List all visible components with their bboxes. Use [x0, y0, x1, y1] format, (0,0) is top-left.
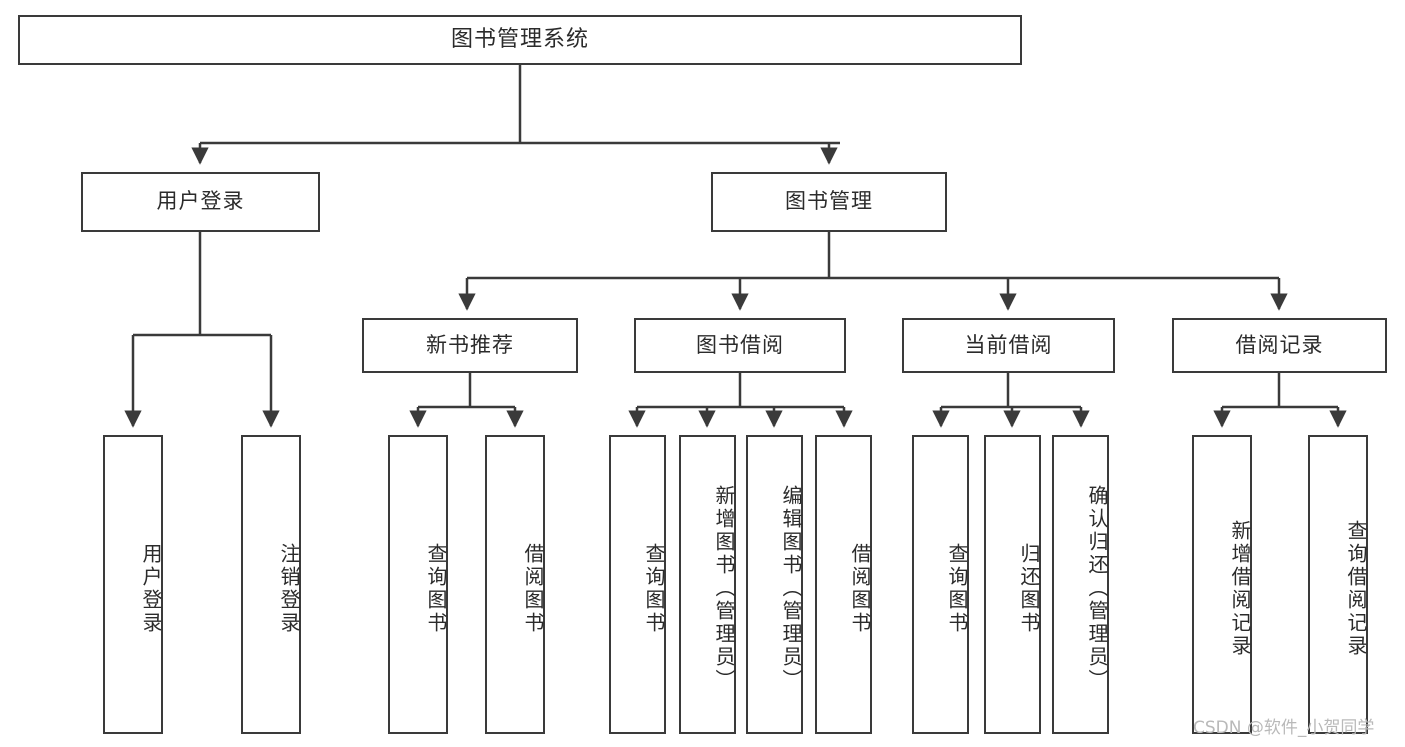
node-label: 新增借阅记录 [1228, 519, 1252, 658]
node-leaf-borrow-book-recommend[interactable]: 借阅图书 [485, 435, 545, 734]
node-leaf-borrow-book[interactable]: 借阅图书 [815, 435, 872, 734]
node-label: 编辑图书（管理员） [779, 485, 803, 692]
node-leaf-add-book-admin[interactable]: 新增图书（管理员） [679, 435, 736, 734]
node-label: 新增图书（管理员） [712, 485, 736, 692]
node-label: 新书推荐 [426, 332, 514, 357]
node-label: 用户登录 [156, 189, 245, 214]
node-leaf-user-login[interactable]: 用户登录 [103, 435, 163, 734]
node-label: 查询图书 [945, 542, 969, 635]
node-label: 借阅图书 [848, 542, 872, 635]
node-leaf-add-borrow-record[interactable]: 新增借阅记录 [1192, 435, 1252, 734]
node-label: 查询图书 [424, 542, 448, 635]
node-user-login[interactable]: 用户登录 [81, 172, 320, 232]
node-leaf-return-book[interactable]: 归还图书 [984, 435, 1041, 734]
node-label: 用户登录 [139, 542, 163, 635]
node-book-borrow[interactable]: 图书借阅 [634, 318, 846, 373]
node-root-book-management-system[interactable]: 图书管理系统 [18, 15, 1022, 65]
node-book-management[interactable]: 图书管理 [711, 172, 947, 232]
node-label: 图书管理 [785, 189, 873, 214]
node-label: 注销登录 [277, 542, 301, 635]
node-leaf-query-book-current[interactable]: 查询图书 [912, 435, 969, 734]
watermark: CSDN @软件_小贺同学 [1193, 718, 1375, 738]
node-current-borrow[interactable]: 当前借阅 [902, 318, 1115, 373]
node-leaf-edit-book-admin[interactable]: 编辑图书（管理员） [746, 435, 803, 734]
node-label: 图书管理系统 [450, 26, 589, 52]
node-leaf-confirm-return-admin[interactable]: 确认归还（管理员） [1052, 435, 1109, 734]
node-label: 查询借阅记录 [1344, 519, 1368, 658]
node-label: 借阅记录 [1235, 332, 1324, 357]
node-leaf-query-borrow-record[interactable]: 查询借阅记录 [1308, 435, 1368, 734]
node-borrow-record[interactable]: 借阅记录 [1172, 318, 1387, 373]
node-label: 归还图书 [1017, 542, 1041, 635]
node-label: 借阅图书 [521, 542, 545, 635]
node-new-book-recommend[interactable]: 新书推荐 [362, 318, 578, 373]
node-leaf-query-book-recommend[interactable]: 查询图书 [388, 435, 448, 734]
node-leaf-logout[interactable]: 注销登录 [241, 435, 301, 734]
node-label: 当前借阅 [964, 332, 1053, 357]
node-label: 图书借阅 [696, 332, 784, 357]
node-label: 确认归还（管理员） [1085, 485, 1109, 692]
node-label: 查询图书 [642, 542, 666, 635]
node-leaf-query-book-borrow[interactable]: 查询图书 [609, 435, 666, 734]
